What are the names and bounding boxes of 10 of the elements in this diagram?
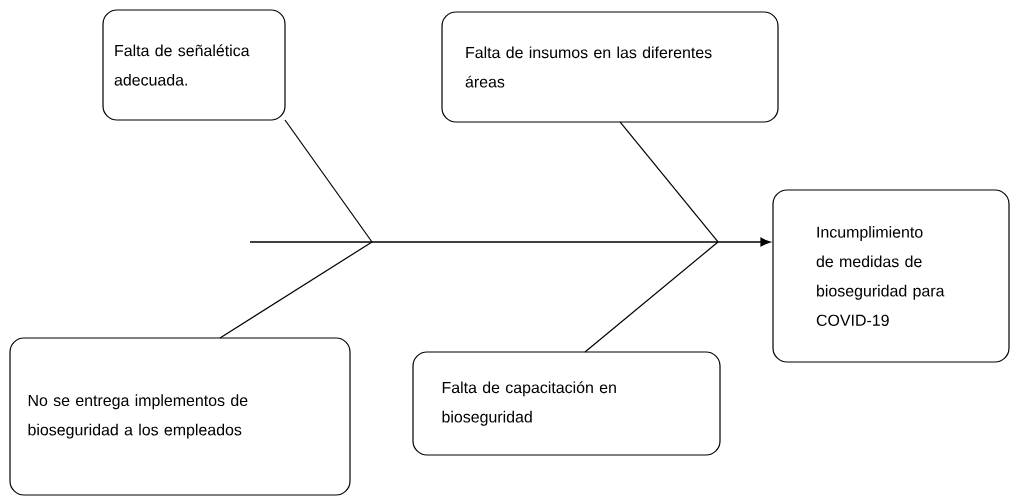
bone-line (284, 119, 373, 243)
cause-box: Falta de insumos en las diferentes áreas (441, 11, 779, 123)
spine-arrow (249, 237, 771, 247)
cause-box: Incumplimiento de medidas de bioseguridad para COVID-19 (772, 189, 1010, 363)
bone-line (219, 241, 373, 339)
bone-line (584, 241, 719, 353)
cause-box: Falta de capacitación en bioseguridad (412, 351, 721, 456)
bone-line (619, 121, 719, 243)
cause-box: No se entrega implementos de bioseguridad a los empleados (9, 337, 351, 496)
cause-box: Falta de señalética adecuada. (102, 9, 286, 121)
